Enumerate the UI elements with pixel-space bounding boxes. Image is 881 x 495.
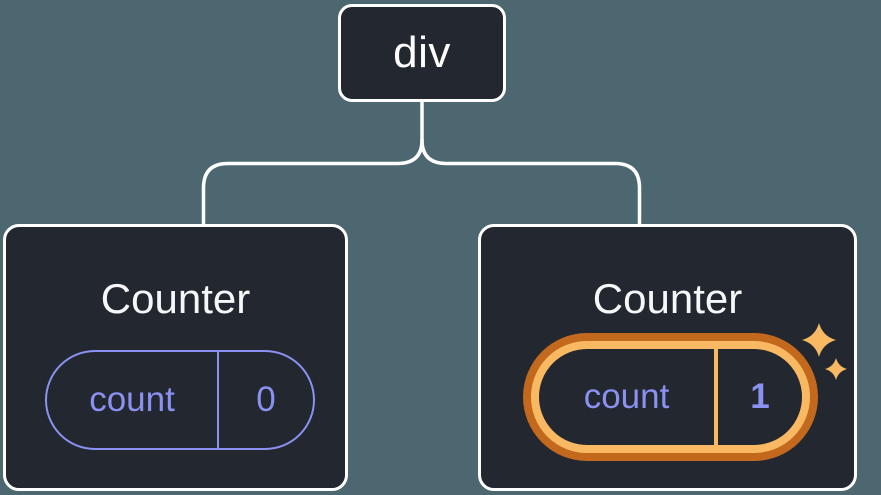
tree-node-div-label: div <box>393 28 451 77</box>
state-pill-highlighted: count 1 <box>531 341 810 453</box>
state-key-label: count <box>89 380 175 419</box>
state-pill-divider <box>714 349 718 445</box>
connector-right-branch <box>420 138 642 225</box>
sparkles-icon <box>802 323 847 380</box>
sparkle-large-icon <box>802 323 836 357</box>
state-value: 0 <box>256 380 276 419</box>
counter-node-right: Counter count 1 <box>478 224 857 491</box>
connector-left-branch <box>201 138 424 225</box>
component-title: Counter <box>100 275 251 322</box>
counter-node-left: Counter count 0 <box>3 224 348 491</box>
sparkle-small-icon <box>825 358 847 380</box>
tree-node-div: div <box>338 4 506 102</box>
state-pill-divider <box>217 352 219 448</box>
state-pill: count 0 <box>45 350 315 450</box>
component-title: Counter <box>592 275 743 322</box>
state-value: 1 <box>750 377 770 416</box>
state-key-label: count <box>583 377 670 416</box>
